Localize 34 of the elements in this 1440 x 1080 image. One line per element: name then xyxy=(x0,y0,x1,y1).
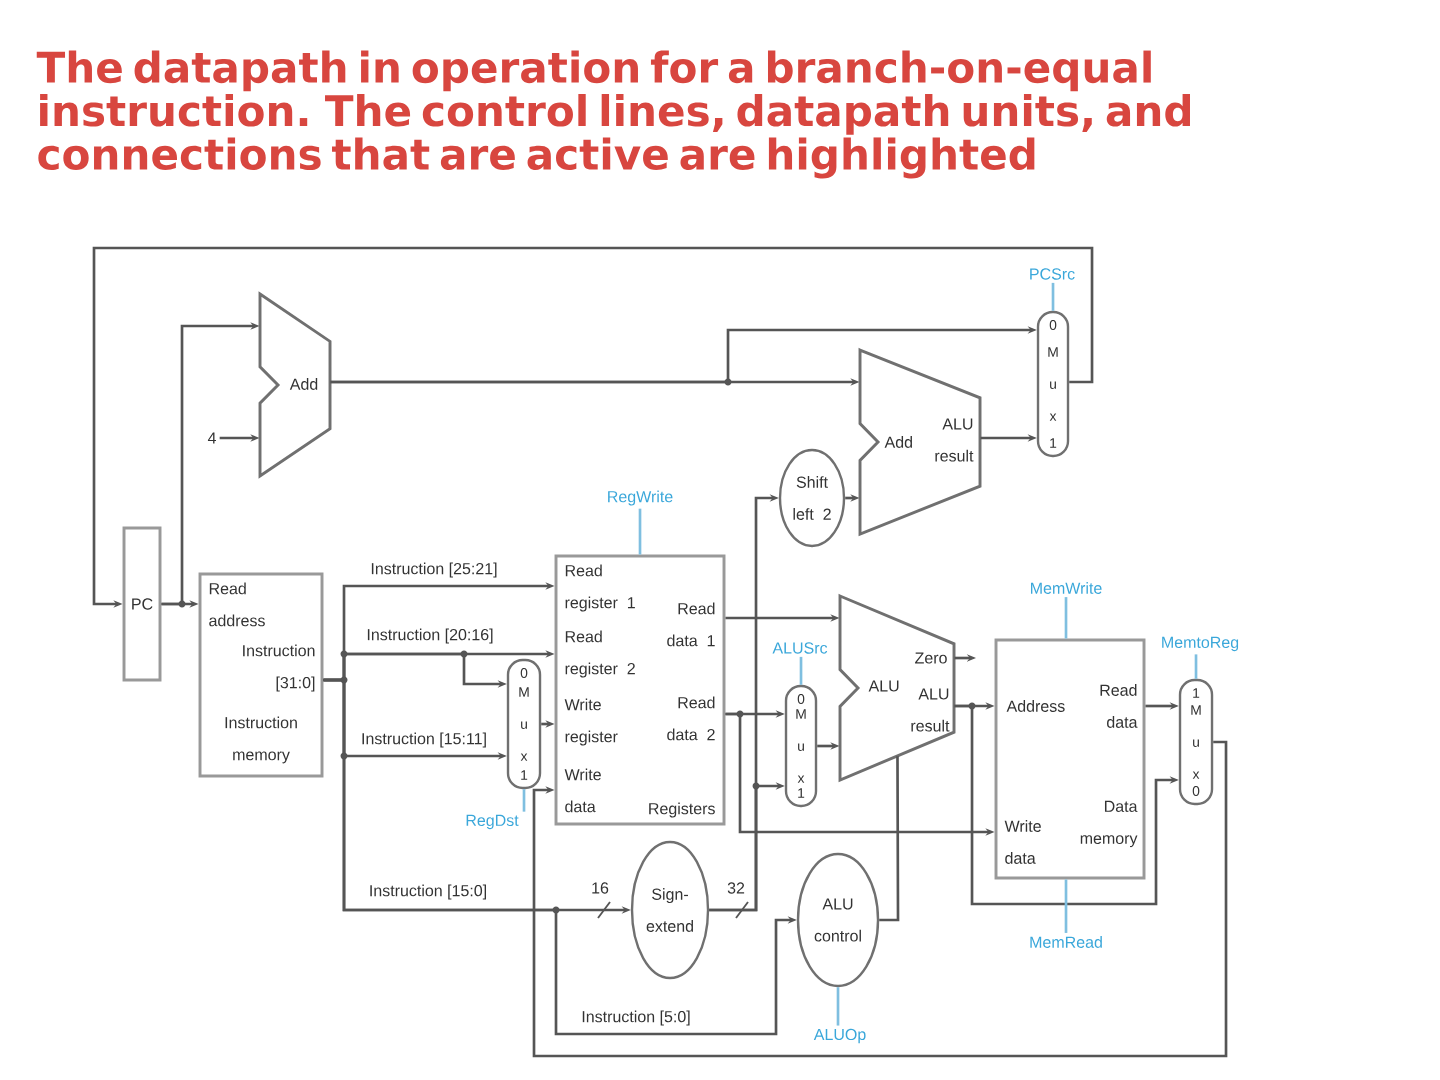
connector-line xyxy=(836,987,840,1026)
signal-label: RegWrite xyxy=(608,490,673,506)
edge-label: Instruction [20:16] xyxy=(363,625,497,647)
edge-label: Instruction [15:0] xyxy=(366,881,490,903)
oval-unit: ALU control xyxy=(796,852,880,988)
connector-line xyxy=(1064,597,1068,639)
connector-line xyxy=(1064,879,1068,933)
memory-box: Address Read data Write data Data memory xyxy=(994,638,1146,880)
signal-label: RegDst xyxy=(466,814,519,830)
signal-label: ALUOp xyxy=(813,1028,866,1044)
edge-label: Instruction [25:21] xyxy=(367,559,501,581)
connector-line xyxy=(1051,282,1055,311)
register-file-box: Read register 1 Read register 2 Write register Write data Read data 1 Read data 2 Registers xyxy=(554,554,726,826)
memory-box: Read address Instruction [31:0] Instruction memory xyxy=(198,572,324,778)
bus-width-label: 32 xyxy=(727,882,745,894)
signal-label: ALUSrc xyxy=(772,642,828,654)
signal-label: MemWrite xyxy=(1031,582,1102,594)
edge-label: Instruction [15:11] xyxy=(358,729,490,751)
bus-width-label: 16 xyxy=(592,882,609,894)
edge-label: Instruction [5:0] xyxy=(578,1007,694,1029)
arrow xyxy=(532,740,1228,1058)
connector-line xyxy=(1194,654,1198,679)
signal-label: MemRead xyxy=(1030,936,1102,948)
connector-line xyxy=(638,508,642,555)
constant-label: 4 xyxy=(207,432,216,444)
connector-line xyxy=(522,789,526,812)
connector-line xyxy=(799,656,803,685)
title: The datapath in operation for a branch-on-equal instruction. The control lines, datapath units, and connections that are active are highlighted xyxy=(36,50,1190,179)
oval-unit: Sign-extend xyxy=(630,840,710,980)
connector-line xyxy=(879,756,900,922)
signal-label: MemtoReg xyxy=(1162,636,1239,652)
signal-label: PCSrc xyxy=(1030,268,1075,280)
register-box: PC xyxy=(122,526,162,682)
oval-unit: Shift left 2 xyxy=(778,448,846,548)
